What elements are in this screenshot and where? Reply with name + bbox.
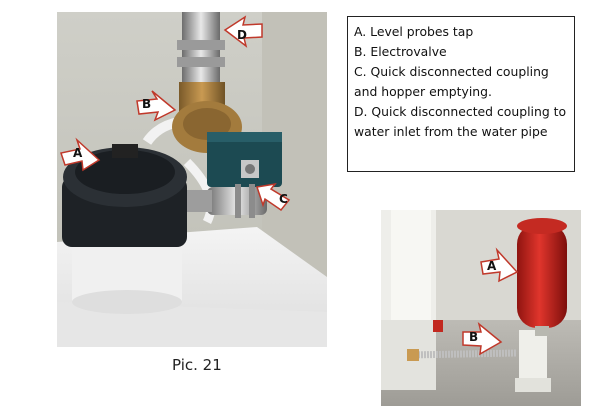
arrow-label-a-tank [480,247,519,283]
legend-box: A. Level probes tap B. Electrovalve C. Q… [347,16,575,172]
legend-item-c: C. Quick disconnected coupling and hoppe… [354,64,549,99]
label-d: D [237,28,247,42]
photo-valve-assembly: D B A C [57,12,327,347]
legend-item-b: B. Electrovalve [354,44,447,59]
tank-label-a: A [487,259,497,273]
arrow-label-d [223,15,263,48]
photo-valve-assembly-illustration [57,12,327,347]
legend-item-a: A. Level probes tap [354,24,474,39]
photo-expansion-tank: A B [381,210,581,406]
arrow-label-c [256,182,291,212]
figure-caption: Pic. 21 [172,356,222,374]
photo-tank-arrows: A B [462,247,519,356]
photo-valve-arrows: D B A C [60,15,291,212]
label-c: C [279,192,288,206]
tank-label-b: B [469,330,478,344]
legend-item-d: D. Quick disconnected coupling to water … [354,104,567,139]
arrow-label-b-tank [462,321,503,356]
arrow-label-b [136,90,177,122]
label-b: B [142,97,151,111]
label-a: A [73,146,83,160]
arrow-label-a [60,137,101,172]
